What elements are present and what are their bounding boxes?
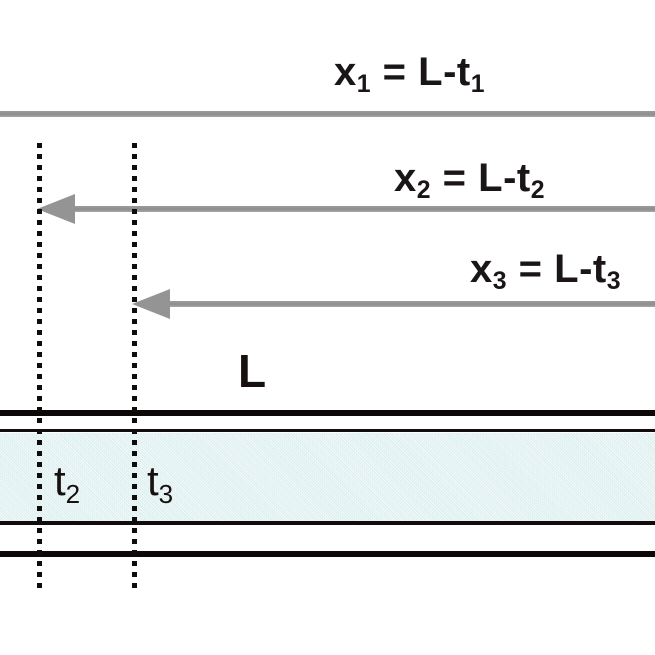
- slab-active-layer-band: [0, 433, 655, 521]
- slab-layer-divider-lower: [0, 521, 655, 525]
- guide-line-2: [132, 143, 137, 593]
- dimension-arrow-x3: [165, 301, 655, 307]
- dimension-label-x1: x1 = L-t1: [334, 50, 486, 99]
- dimension-label-x1-text: x1 = L-t1: [334, 50, 486, 99]
- slab-thickness-label-L-text: L: [238, 345, 267, 397]
- layer-label-t3: t3: [147, 457, 174, 510]
- dimension-arrowhead-x2-icon: [37, 194, 75, 224]
- dimension-label-x2: x2 = L-t2: [394, 156, 546, 205]
- dimension-arrowhead-x3-icon: [132, 289, 170, 319]
- dimension-label-x3-text: x3 = L-t3: [470, 247, 622, 296]
- dimension-label-x3: x3 = L-t3: [470, 247, 622, 296]
- layer-label-t2-text: t2: [54, 457, 81, 510]
- slab-bottom-surface-line: [0, 551, 655, 557]
- layer-label-t3-text: t3: [147, 457, 174, 510]
- slab-layer-divider-upper: [0, 429, 655, 432]
- layer-label-t2: t2: [54, 457, 81, 510]
- slab-top-surface-line: [0, 410, 655, 416]
- dimension-arrow-x1: [0, 111, 655, 117]
- slab-thickness-label-L: L: [238, 348, 266, 394]
- dimension-arrow-x2: [70, 206, 655, 212]
- guide-line-1: [37, 143, 42, 593]
- dimension-label-x2-text: x2 = L-t2: [394, 156, 546, 205]
